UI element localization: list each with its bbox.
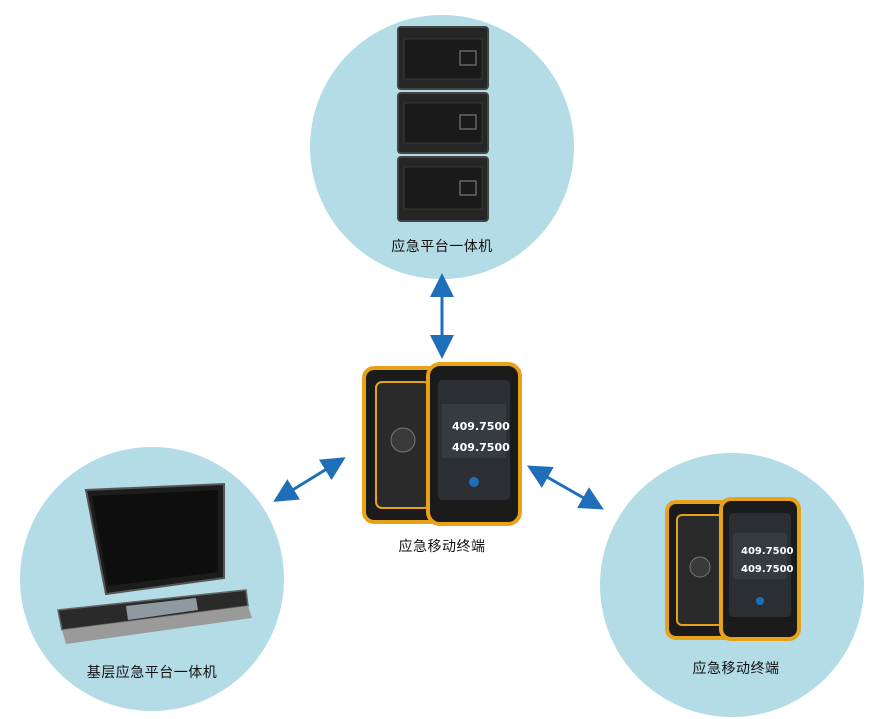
right-node-label: 应急移动终端	[692, 661, 780, 677]
arrow-center-right	[526, 465, 604, 510]
top-node-label: 应急平台一体机	[391, 239, 493, 255]
left-node-label: 基层应急平台一体机	[86, 665, 218, 681]
center-node-label: 应急移动终端	[398, 539, 486, 555]
rugged-phone-icon-right	[665, 497, 801, 641]
rugged-phone-icon	[362, 362, 522, 526]
all-in-one-terminal-icon	[57, 482, 252, 644]
center-phone-freq-1: 409.7500	[452, 420, 510, 433]
arrow-center-left	[273, 457, 346, 502]
right-phone-freq-2: 409.7500	[741, 564, 794, 575]
right-phone-freq-1: 409.7500	[741, 546, 794, 557]
rack-server-icon	[397, 26, 489, 222]
center-phone-freq-2: 409.7500	[452, 441, 510, 454]
